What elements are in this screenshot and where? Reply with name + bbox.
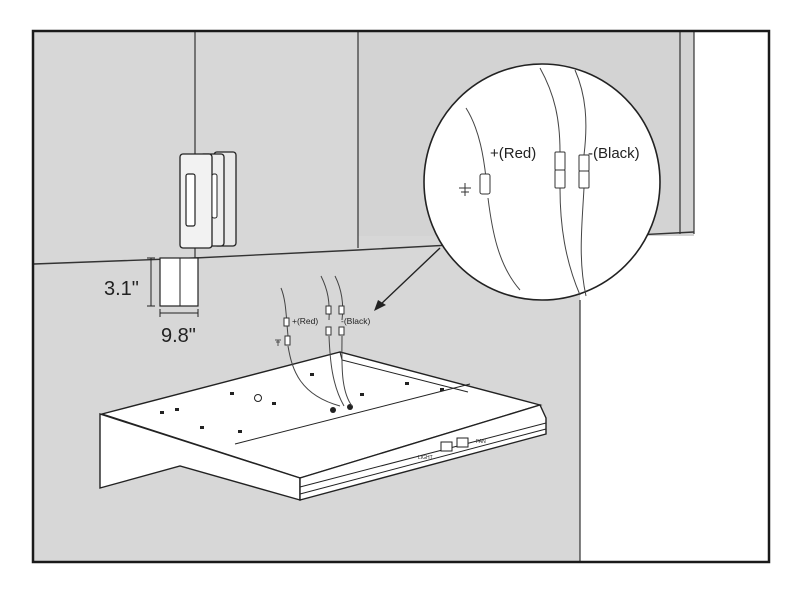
red-wire-lower — [328, 335, 345, 407]
duct-cutout: 3.1" 9.8" — [104, 257, 199, 347]
wire-port — [330, 407, 336, 413]
wire-black-label-zoom: -(Black) — [588, 145, 640, 162]
mount-hole — [160, 411, 164, 414]
zoom-circle — [423, 63, 661, 301]
cutout-height-label: 3.1" — [104, 278, 139, 300]
black-wire — [334, 275, 344, 321]
mount-hole — [440, 388, 444, 391]
handle-plate-front — [179, 153, 213, 249]
wire-black-label-small: -(Black) — [341, 316, 370, 326]
cabinet-handle — [179, 151, 237, 249]
zoom-black-connector-b — [554, 169, 566, 189]
black-wire-lower — [341, 335, 353, 407]
ground-symbol-icon — [275, 339, 281, 346]
hood-controls: LIGHT FAN — [418, 437, 486, 461]
hood-top-seam — [234, 383, 471, 445]
zoom-ground-wire-lower — [487, 197, 521, 291]
right-wall — [694, 32, 768, 236]
light-button[interactable] — [440, 441, 453, 452]
zoom-black-connector-a — [554, 151, 566, 171]
hood-wire-connectors — [283, 305, 345, 346]
zoom-ground-wire — [465, 107, 487, 179]
wire-red-label-zoom: +(Red) — [490, 145, 536, 162]
mount-hole — [254, 394, 262, 402]
ground-wire-lower — [287, 345, 341, 407]
red-connector-low — [325, 326, 332, 336]
handle-slot — [185, 173, 196, 227]
zoom-red-connector — [479, 173, 491, 195]
zoom-red-wire — [539, 67, 561, 153]
zoom-black-wire — [574, 69, 587, 156]
zoom-red-wire-lower — [559, 187, 581, 296]
black-connector-low — [338, 326, 345, 336]
ground-connector — [284, 335, 291, 346]
hood-front-trim-2 — [299, 428, 547, 495]
wire-port — [347, 404, 353, 410]
zoom-ground-symbol-icon — [459, 183, 471, 196]
mount-hole — [175, 408, 179, 411]
zoom-black-wire-lower — [580, 187, 587, 297]
zoom-detail: +(Red) -(Black) — [423, 63, 661, 301]
light-button-label: LIGHT — [418, 455, 433, 461]
range-hood: LIGHT FAN — [99, 351, 547, 501]
ground-wire — [280, 287, 289, 337]
cutout-panel — [159, 257, 199, 307]
wire-red-label-small: +(Red) — [292, 316, 318, 326]
mount-hole — [272, 402, 276, 405]
mount-hole — [238, 430, 242, 433]
mount-hole — [310, 373, 314, 376]
fan-button[interactable] — [456, 437, 469, 448]
fan-button-label: FAN — [476, 439, 486, 445]
mount-hole — [230, 392, 234, 395]
zoom-black-connector-d — [578, 170, 590, 189]
red-wire — [320, 275, 330, 321]
hood-mount-holes — [160, 373, 444, 433]
hood-front-face — [299, 404, 547, 501]
black-connector-top-2 — [338, 305, 345, 315]
zoom-pointer-line — [379, 247, 441, 306]
side-wall — [580, 235, 768, 562]
mount-hole — [360, 393, 364, 396]
mount-hole — [200, 426, 204, 429]
black-connector-top — [325, 305, 332, 315]
mount-hole — [405, 382, 409, 385]
cutout-width-label: 9.8" — [161, 325, 196, 347]
hood-wires — [280, 275, 353, 407]
hood-left-side — [99, 413, 301, 501]
handle-slot-2 — [211, 173, 218, 219]
diagram-frame — [31, 29, 771, 564]
hood-front-trim-1 — [299, 422, 547, 488]
zoom-pointer-arrowhead — [374, 300, 386, 311]
red-connector — [283, 317, 290, 327]
